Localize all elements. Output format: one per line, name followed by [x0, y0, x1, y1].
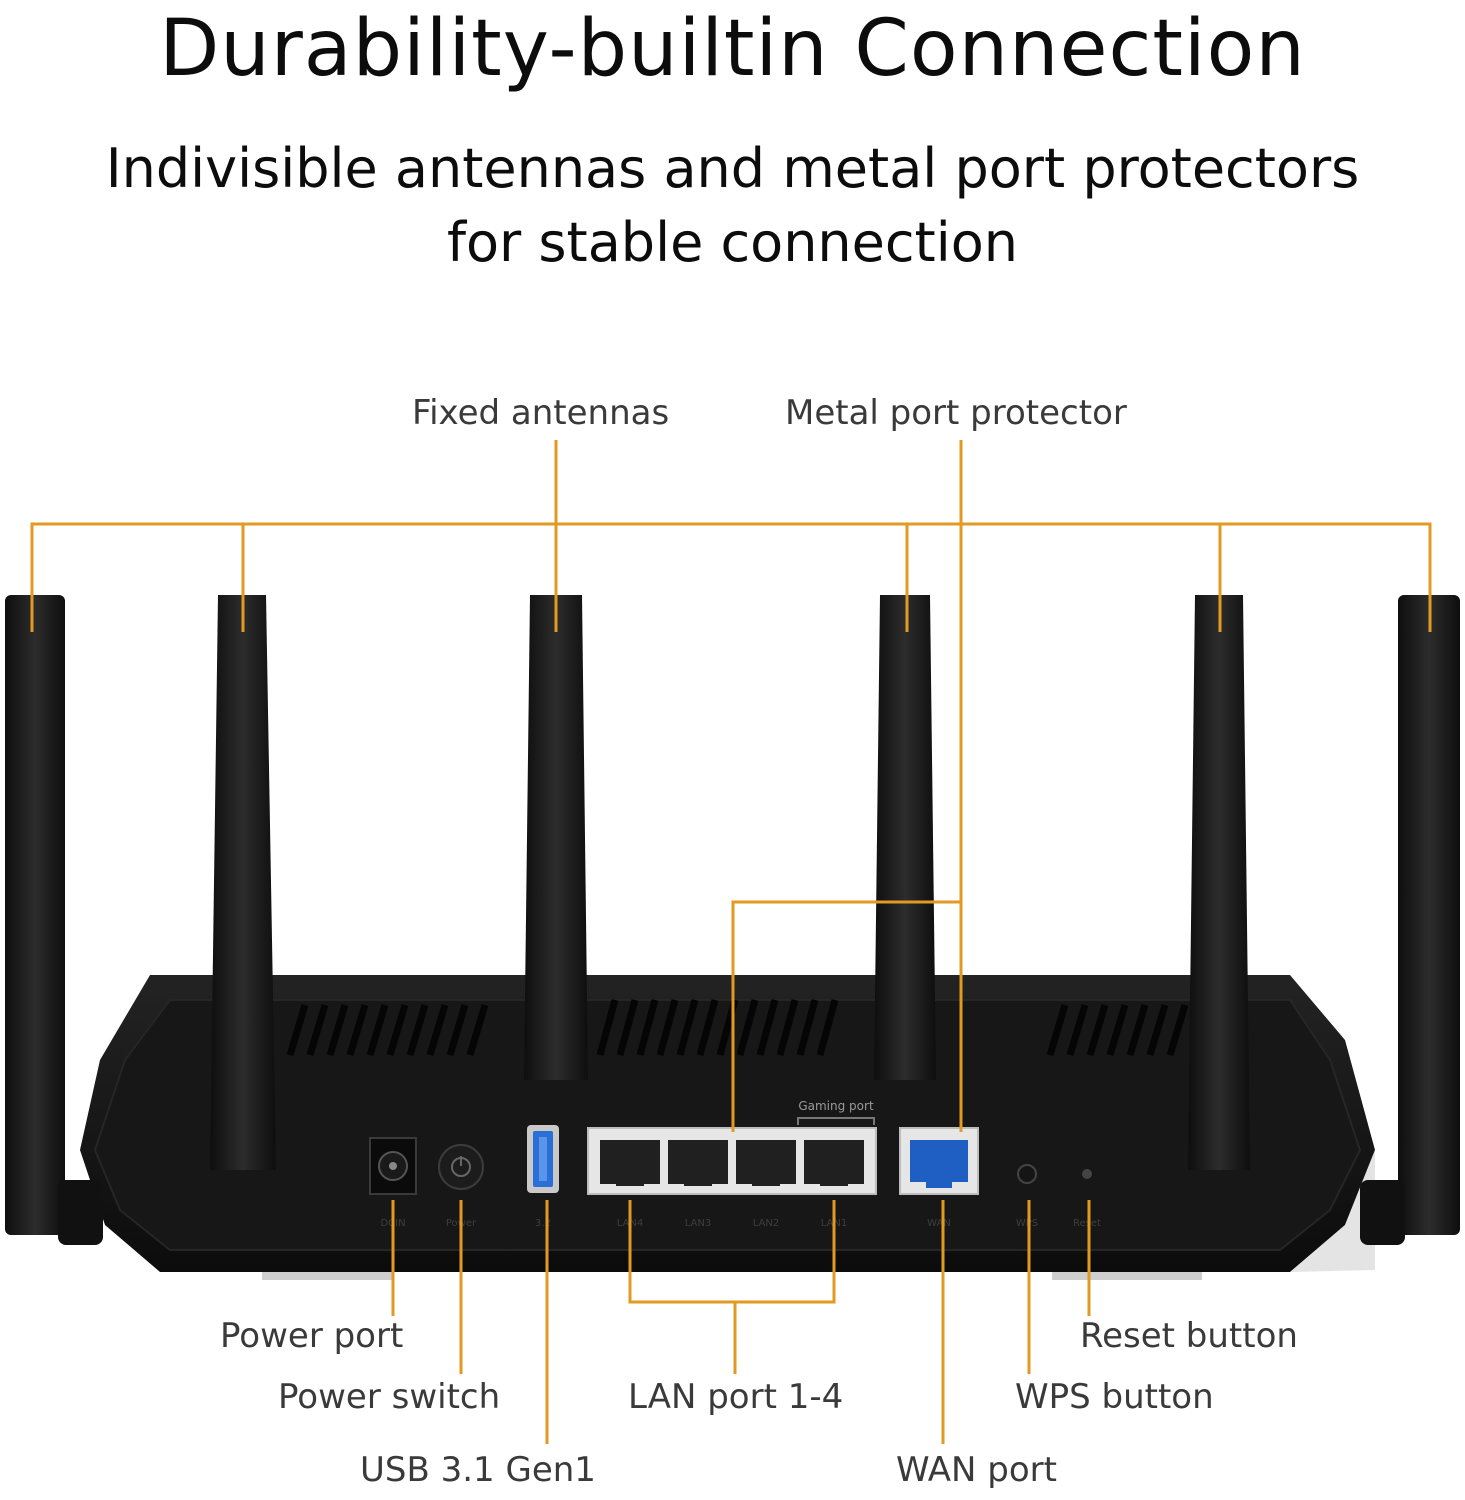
antenna-4: [874, 595, 936, 1080]
callout-reset-button: Reset button: [1080, 1316, 1298, 1356]
silk-lan2: LAN2: [753, 1218, 779, 1229]
silk-wan: WAN: [927, 1218, 951, 1229]
usb-port: [527, 1125, 559, 1193]
subtitle-line-2: for stable connection: [446, 211, 1018, 274]
wan-port: [899, 1127, 979, 1195]
lan-port-3: [668, 1140, 728, 1186]
callout-wan-port: WAN port: [896, 1450, 1057, 1490]
callout-power-switch: Power switch: [278, 1377, 501, 1417]
silk-reset: Reset: [1073, 1218, 1101, 1229]
gaming-port-label: Gaming port: [798, 1099, 874, 1113]
lan-port-block: [587, 1127, 877, 1195]
silk-usb: 3.2: [535, 1218, 551, 1229]
callout-usb: USB 3.1 Gen1: [360, 1450, 596, 1490]
antenna-1: [5, 595, 103, 1245]
power-switch: [438, 1144, 484, 1190]
silk-lan3: LAN3: [685, 1218, 711, 1229]
lan-port-1: [804, 1140, 864, 1186]
leader-lines: [30, 440, 1432, 1444]
wps-button: [1017, 1164, 1037, 1184]
callout-metal-port-protector: Metal port protector: [785, 393, 1127, 433]
antenna-5: [1188, 595, 1250, 1170]
callout-wps-button: WPS button: [1015, 1377, 1214, 1417]
antennas: [5, 595, 1460, 1245]
antenna-3: [524, 595, 588, 1080]
callout-fixed-antennas: Fixed antennas: [412, 393, 670, 433]
power-port: [369, 1137, 417, 1195]
callout-lan-ports: LAN port 1-4: [628, 1377, 844, 1417]
leader-lan: [628, 1200, 836, 1304]
lan-port-2: [736, 1140, 796, 1186]
gaming-port-bracket: Gaming port: [797, 1099, 875, 1125]
rear-panel: Gaming port DCIN Power 3.2 LAN4 LAN3 LAN…: [369, 1099, 1101, 1229]
vent-grille: [286, 999, 1189, 1057]
subtitle-line-1: Indivisible antennas and metal port prot…: [105, 137, 1360, 200]
reset-button: [1082, 1169, 1092, 1179]
silk-wps: WPS: [1016, 1218, 1038, 1229]
antenna-6: [1360, 595, 1460, 1245]
page-title: Durability-builtin Connection: [159, 4, 1306, 94]
antenna-2: [210, 595, 276, 1170]
page-subtitle: Indivisible antennas and metal port prot…: [0, 132, 1465, 280]
callout-power-port: Power port: [220, 1316, 404, 1356]
lan-port-4: [600, 1140, 660, 1186]
leader-antennas: [30, 522, 1432, 632]
